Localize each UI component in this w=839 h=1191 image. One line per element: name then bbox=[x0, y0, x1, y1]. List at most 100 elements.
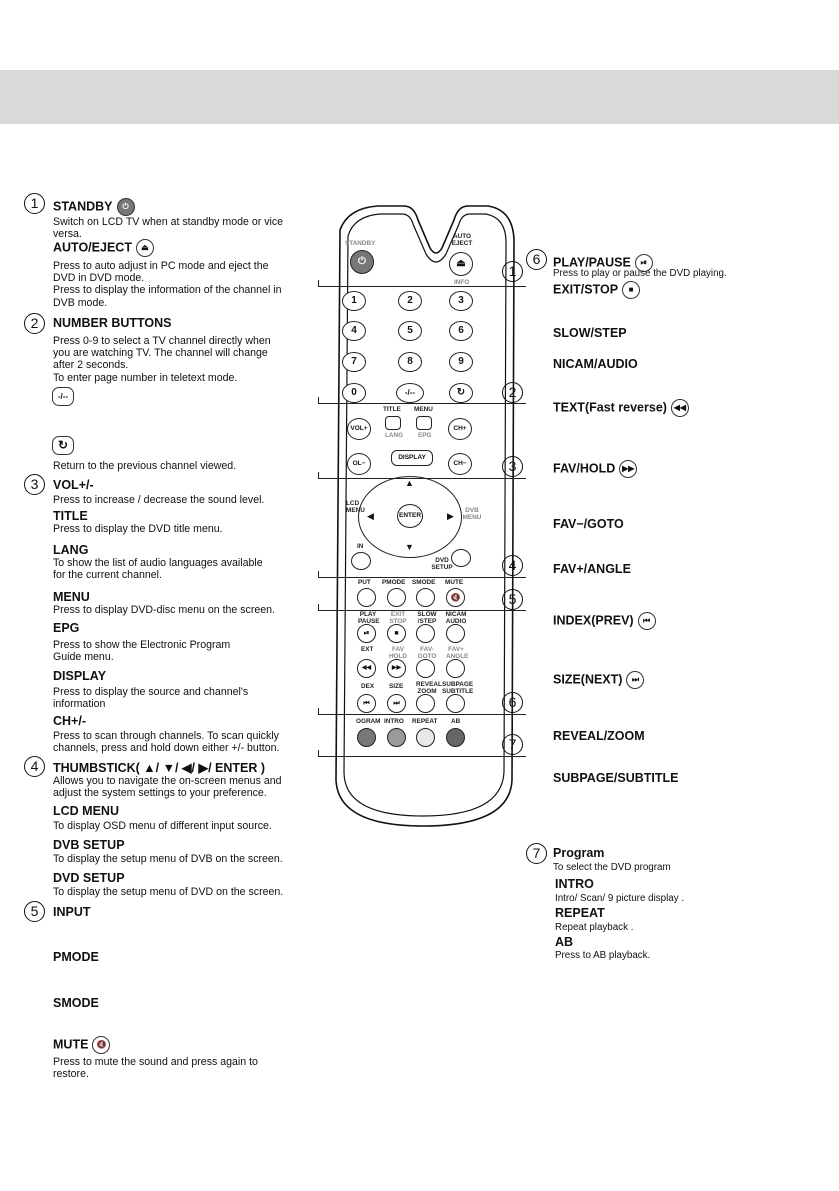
remote-zoom-button[interactable] bbox=[416, 694, 435, 713]
remote-index-label: DEX bbox=[361, 683, 375, 690]
remote-digit-6[interactable]: 6 bbox=[449, 321, 473, 341]
remote-dvd-setup-button[interactable] bbox=[451, 549, 471, 567]
lcd-menu-desc: To display OSD menu of different input s… bbox=[53, 820, 272, 832]
section-number-2: 2 bbox=[24, 313, 45, 334]
remote-play-pause-label: PLAY PAUSE bbox=[358, 611, 380, 625]
remote-dash-button[interactable]: -/-- bbox=[396, 383, 424, 403]
thumbstick-heading: THUMBSTICK( ▲/ ▼/ ◀/ ▶/ ENTER ) bbox=[53, 761, 266, 775]
remote-fav-hold-label: FAV HOLD bbox=[388, 646, 408, 660]
remote-standby-button[interactable]: ⏻ bbox=[350, 250, 374, 274]
lang-heading: LANG bbox=[53, 543, 89, 557]
remote-repeat-button[interactable] bbox=[416, 728, 435, 747]
remote-vol-minus-button[interactable]: OL− bbox=[347, 453, 371, 475]
remote-digit-9[interactable]: 9 bbox=[449, 352, 473, 372]
remote-prev-button[interactable]: ⏮ bbox=[357, 694, 376, 713]
remote-subtitle-button[interactable] bbox=[446, 694, 465, 713]
remote-digit-2[interactable]: 2 bbox=[398, 291, 422, 311]
remote-menu-button[interactable] bbox=[416, 416, 432, 430]
leader-line-7 bbox=[318, 756, 526, 757]
remote-text-label: EXT bbox=[361, 646, 374, 653]
remote-program-button[interactable] bbox=[357, 728, 376, 747]
number-buttons-heading: NUMBER BUTTONS bbox=[53, 316, 172, 330]
remote-ch-minus-button[interactable]: CH− bbox=[448, 453, 472, 475]
epg-heading: EPG bbox=[53, 621, 80, 635]
leader-tick-2 bbox=[318, 397, 319, 403]
remote-exit-stop-label: EXIT STOP bbox=[389, 611, 407, 625]
pmode-heading: PMODE bbox=[53, 950, 99, 964]
remote-smode-label: SMODE bbox=[412, 579, 436, 586]
leader-tick-1 bbox=[318, 280, 319, 286]
remote-recall-button[interactable]: ↻ bbox=[449, 383, 473, 403]
repeat-desc: Repeat playback . bbox=[555, 922, 634, 933]
remote-digit-7[interactable]: 7 bbox=[342, 352, 366, 372]
remote-input-button-2[interactable] bbox=[357, 588, 376, 607]
dvb-setup-heading: DVB SETUP bbox=[53, 838, 125, 852]
thumbstick-up-icon[interactable]: ▲ bbox=[405, 478, 414, 488]
remote-digit-1[interactable]: 1 bbox=[342, 291, 366, 311]
remote-eject-button[interactable]: ⏏ bbox=[449, 252, 473, 276]
play-pause-desc: Press to play or pause the DVD playing. bbox=[553, 268, 727, 279]
remote-mute-button[interactable]: 🔇 bbox=[446, 588, 465, 607]
remote-epg-label: EPG bbox=[418, 432, 432, 439]
remote-intro-button[interactable] bbox=[387, 728, 406, 747]
remote-title-button[interactable] bbox=[385, 416, 401, 430]
next-icon: ⏭ bbox=[626, 671, 645, 689]
remote-play-pause-button[interactable]: ⏯ bbox=[357, 624, 376, 643]
remote-stop-button[interactable]: ■ bbox=[387, 624, 406, 643]
remote-fast-forward-button[interactable]: ▶▶ bbox=[387, 659, 406, 678]
play-pause-heading: PLAY/PAUSE⏯ bbox=[553, 254, 653, 272]
remote-digit-5[interactable]: 5 bbox=[398, 321, 422, 341]
leader-tick-4 bbox=[318, 571, 319, 577]
ab-desc: Press to AB playback. bbox=[555, 950, 651, 961]
section-number-7: 7 bbox=[526, 843, 547, 864]
mute-desc: Press to mute the sound and press again … bbox=[53, 1056, 258, 1081]
remote-fav-goto-label: FAV- GOTO bbox=[417, 646, 437, 660]
thumbstick-left-icon[interactable]: ◀ bbox=[367, 511, 374, 521]
remote-digit-8[interactable]: 8 bbox=[398, 352, 422, 372]
remote-slow-button[interactable] bbox=[416, 624, 435, 643]
title-desc: Press to display the DVD title menu. bbox=[53, 523, 223, 535]
remote-title-label: TITLE bbox=[383, 406, 401, 413]
remote-next-button[interactable]: ⏭ bbox=[387, 694, 406, 713]
remote-pmode-button[interactable] bbox=[387, 588, 406, 607]
remote-intro-label: INTRO bbox=[384, 718, 404, 725]
repeat-heading: REPEAT bbox=[555, 906, 605, 920]
remote-vol-plus-button[interactable]: VOL+ bbox=[347, 418, 371, 440]
program-heading: Program bbox=[553, 846, 605, 860]
remote-enter-button[interactable]: ENTER bbox=[397, 504, 423, 528]
remote-smode-button[interactable] bbox=[416, 588, 435, 607]
leader-line-3 bbox=[318, 478, 526, 479]
remote-display-button[interactable]: DISPLAY bbox=[391, 450, 433, 466]
text-heading: TEXT(Fast reverse)◀◀ bbox=[553, 399, 689, 417]
dash-button-label: -/-- bbox=[52, 387, 74, 406]
remote-ab-button[interactable] bbox=[446, 728, 465, 747]
dvd-setup-desc: To display the setup menu of DVD on the … bbox=[53, 886, 284, 898]
remote-dvb-menu-label: DVB MENU bbox=[462, 507, 482, 521]
lang-desc: To show the list of audio languages avai… bbox=[53, 557, 263, 582]
thumbstick-right-icon[interactable]: ▶ bbox=[447, 511, 454, 521]
remote-info-label: INFO bbox=[454, 279, 470, 286]
section-number-4: 4 bbox=[24, 756, 45, 777]
remote-mute-label: MUTE bbox=[445, 579, 464, 586]
fav-angle-heading: FAV+/ANGLE bbox=[553, 562, 631, 576]
remote-fast-reverse-button[interactable]: ◀◀ bbox=[357, 659, 376, 678]
number-buttons-desc: Press 0-9 to select a TV channel directl… bbox=[53, 335, 271, 384]
leader-tick-6 bbox=[318, 708, 319, 714]
remote-digit-0[interactable]: 0 bbox=[342, 383, 366, 403]
remote-digit-4[interactable]: 4 bbox=[342, 321, 366, 341]
remote-digit-3[interactable]: 3 bbox=[449, 291, 473, 311]
fav-hold-heading: FAV/HOLD▶▶ bbox=[553, 460, 638, 478]
remote-input-button[interactable] bbox=[351, 552, 371, 570]
remote-goto-button[interactable] bbox=[416, 659, 435, 678]
remote-nicam-button[interactable] bbox=[446, 624, 465, 643]
nicam-audio-heading: NICAM/AUDIO bbox=[553, 357, 638, 371]
remote-callout-3: 3 bbox=[502, 456, 523, 477]
remote-angle-button[interactable] bbox=[446, 659, 465, 678]
remote-nicam-audio-label: NICAM AUDIO bbox=[445, 611, 467, 625]
remote-ch-plus-button[interactable]: CH+ bbox=[448, 418, 472, 440]
exit-stop-heading: EXIT/STOP■ bbox=[553, 281, 641, 299]
thumbstick-down-icon[interactable]: ▼ bbox=[405, 542, 414, 552]
auto-eject-heading: AUTO/EJECT⏏ bbox=[53, 239, 154, 257]
remote-subpage-subtitle-label: SUBPAGE SUBTITLE bbox=[442, 681, 474, 695]
fast-reverse-icon: ◀◀ bbox=[670, 399, 689, 417]
